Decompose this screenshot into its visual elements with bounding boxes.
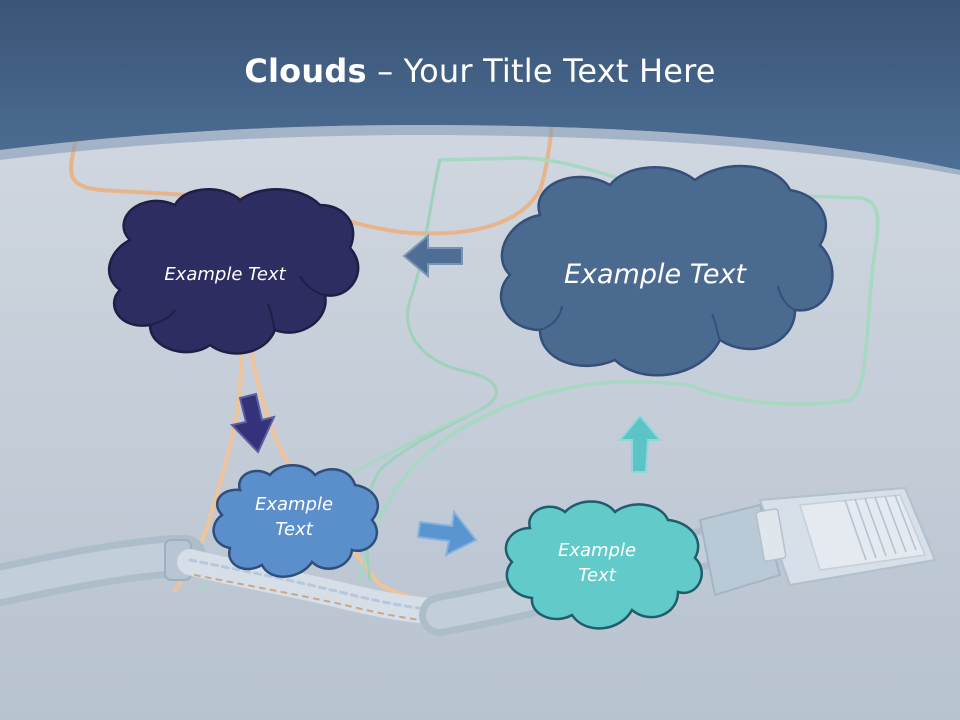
cloud-medium-blue-label-line1: Example — [254, 494, 334, 515]
header-band-highlight — [0, 125, 960, 175]
cloud-large-steel-blue-label: Example Text — [563, 259, 747, 290]
title-rest: Your Title Text Here — [403, 52, 716, 90]
cloud-teal — [504, 500, 703, 630]
arrow-right — [416, 509, 478, 557]
arrow-down — [230, 392, 276, 454]
page-title: Clouds – Your Title Text Here — [0, 52, 960, 90]
rj45-connector-decoration — [698, 486, 937, 597]
header-band — [0, 0, 960, 170]
arrow-left — [402, 233, 463, 279]
arrow-up — [617, 414, 663, 473]
cloud-teal-label-line2: Text — [578, 565, 616, 587]
title-bold: Clouds — [244, 52, 367, 90]
cloud-dark-navy-label: Example Text — [164, 264, 286, 285]
cloud-medium-blue-text: Example Text — [229, 492, 359, 542]
cloud-large-steel-blue — [499, 164, 834, 377]
cloud-medium-blue-label-line2: Text — [275, 519, 313, 541]
cloud-teal-text: Example Text — [527, 538, 667, 588]
cloud-medium-blue — [212, 464, 379, 578]
cloud-dark-navy — [108, 188, 360, 355]
cloud-large-steel-blue-text: Example Text — [530, 256, 780, 294]
cloud-teal-label-line1: Example — [557, 540, 637, 561]
cloud-dark-navy-text: Example Text — [130, 262, 320, 287]
title-separator: – — [366, 52, 404, 90]
